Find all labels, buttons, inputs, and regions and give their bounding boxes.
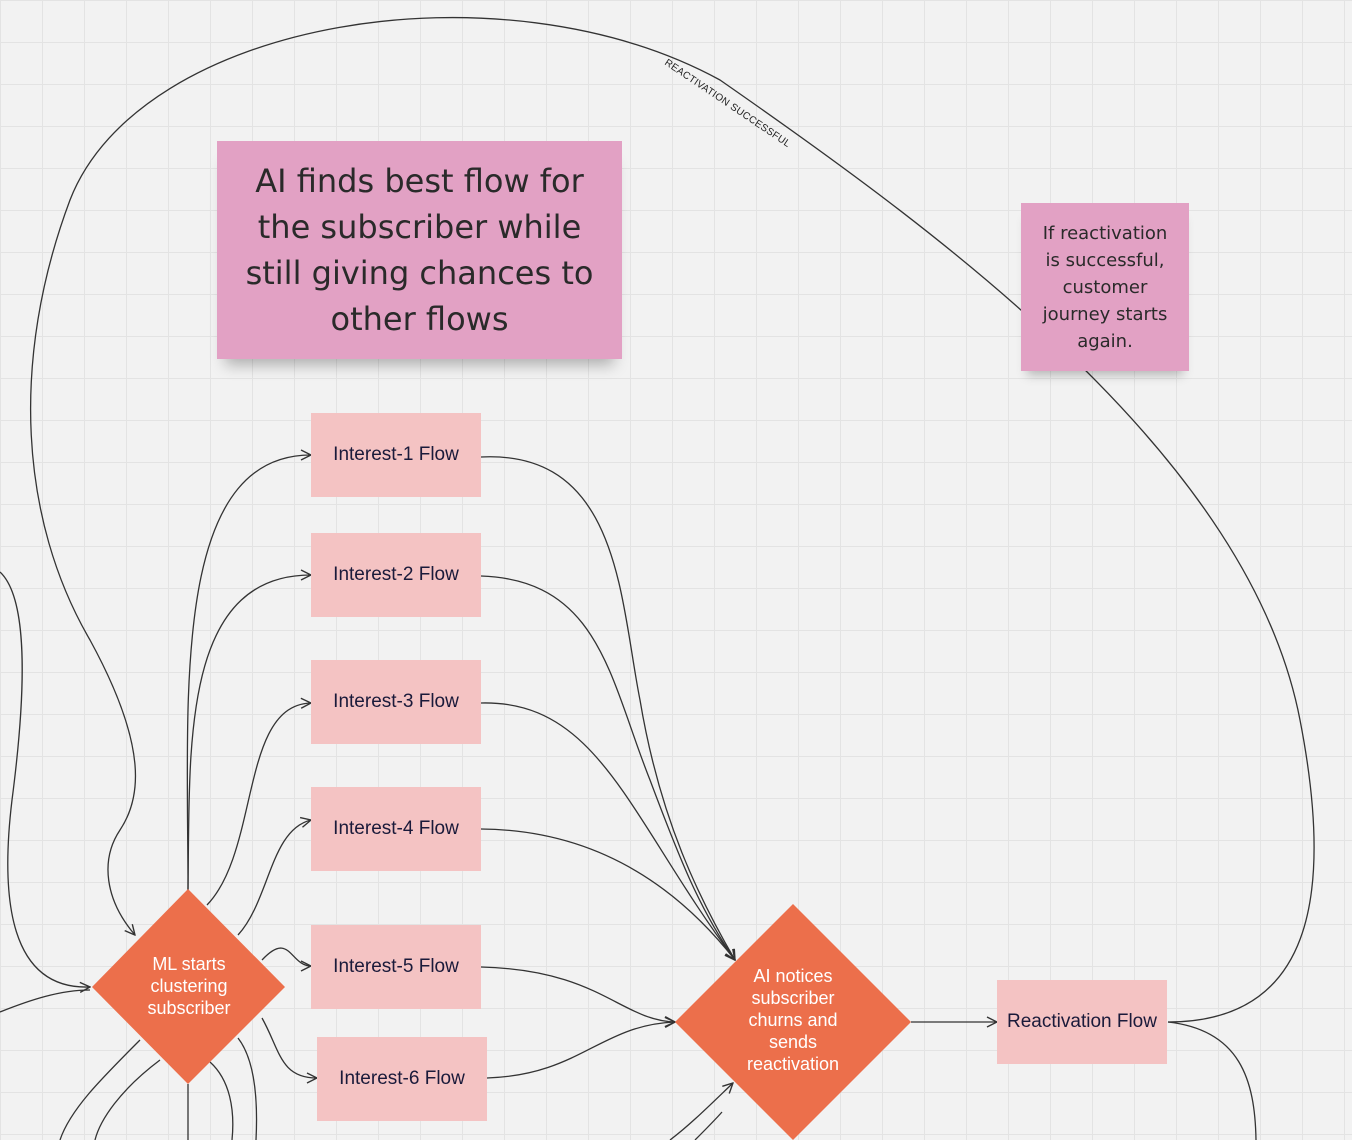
interest-3-flow-box[interactable]: Interest-3 Flow xyxy=(311,660,481,744)
connector-interest-2-to-ai[interactable] xyxy=(480,575,735,960)
ai-node-label: AI notices subscriber churns and sends r… xyxy=(730,960,856,1080)
flow-label: Interest-1 Flow xyxy=(333,444,459,465)
sticky-note-text: AI finds best flow for the subscriber wh… xyxy=(245,162,594,338)
connector-into-ai-from-bottom[interactable] xyxy=(669,1083,733,1140)
connector-ml-to-interest-5[interactable] xyxy=(261,947,311,966)
connector-ml-bottom-5[interactable] xyxy=(237,1037,258,1140)
ml-node-text: ML starts clustering subscriber xyxy=(147,954,231,1018)
reactivation-loop-connector[interactable] xyxy=(29,16,1315,1023)
flow-label: Interest-6 Flow xyxy=(339,1068,465,1089)
connector-ml-to-interest-6[interactable] xyxy=(261,1017,317,1078)
interest-4-flow-box[interactable]: Interest-4 Flow xyxy=(311,787,481,871)
sticky-note-reactivation[interactable]: If reactivation is successful, customer … xyxy=(1021,203,1189,371)
connector-interest-3-to-ai[interactable] xyxy=(480,702,735,960)
interest-6-flow-box[interactable]: Interest-6 Flow xyxy=(317,1037,487,1121)
connector-interest-1-to-ai[interactable] xyxy=(480,456,735,960)
interest-5-flow-box[interactable]: Interest-5 Flow xyxy=(311,925,481,1009)
connector-ml-to-interest-1[interactable] xyxy=(186,455,311,891)
ml-node-label: ML starts clustering subscriber xyxy=(118,940,260,1032)
connector-ml-to-interest-2[interactable] xyxy=(187,575,311,891)
connector-into-ai-from-bottom-2[interactable] xyxy=(694,1111,723,1140)
connector-interest-6-to-ai[interactable] xyxy=(486,1022,675,1079)
flow-label: Interest-2 Flow xyxy=(333,564,459,585)
ml-decision-diamond[interactable] xyxy=(92,889,285,1084)
flow-label: Interest-5 Flow xyxy=(333,956,459,977)
flow-label: Interest-3 Flow xyxy=(333,691,459,712)
connector-ml-bottom-1[interactable] xyxy=(59,1039,141,1140)
connector-ml-to-interest-4[interactable] xyxy=(237,820,311,936)
connector-ml-bottom-2[interactable] xyxy=(94,1059,161,1140)
incoming-connector-top-left[interactable] xyxy=(0,571,90,987)
ai-decision-diamond[interactable] xyxy=(675,904,911,1140)
connector-interest-5-to-ai[interactable] xyxy=(480,966,675,1022)
loop-label: REACTIVATION SUCCESSFUL xyxy=(662,57,792,150)
connector-ml-to-interest-3[interactable] xyxy=(206,703,311,906)
ai-node-text: AI notices subscriber churns and sends r… xyxy=(746,966,840,1074)
incoming-connector-bottom-left[interactable] xyxy=(0,989,91,1013)
sticky-note-ai-best-flow[interactable]: AI finds best flow for the subscriber wh… xyxy=(217,141,622,359)
connector-interest-4-to-ai[interactable] xyxy=(480,828,735,960)
connector-reactivation-down[interactable] xyxy=(1167,1021,1257,1140)
interest-2-flow-box[interactable]: Interest-2 Flow xyxy=(311,533,481,617)
flow-label: Reactivation Flow xyxy=(1007,1011,1157,1032)
reactivation-flow-box[interactable]: Reactivation Flow xyxy=(997,980,1167,1064)
connector-ml-bottom-4[interactable] xyxy=(209,1061,234,1140)
sticky-note-text: If reactivation is successful, customer … xyxy=(1042,222,1168,352)
interest-1-flow-box[interactable]: Interest-1 Flow xyxy=(311,413,481,497)
flow-label: Interest-4 Flow xyxy=(333,818,459,839)
